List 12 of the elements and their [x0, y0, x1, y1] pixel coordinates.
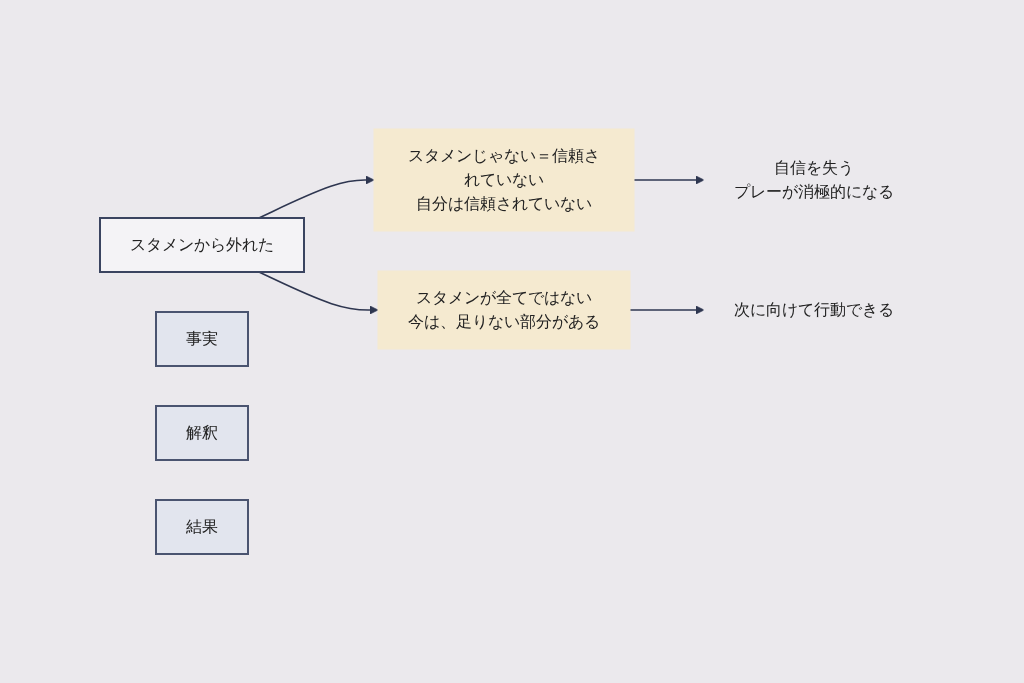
node-box: 事実: [155, 311, 249, 367]
node-text: 自信を失う プレーが消極的になる: [734, 158, 894, 201]
node-box: スタメンが全てではない 今は、足りない部分がある: [377, 270, 631, 350]
node-box: スタメンじゃない＝信頼されていない 自分は信頼されていない: [373, 128, 635, 232]
arrow: [633, 175, 705, 185]
node-box: 結果: [155, 499, 249, 555]
node-box: 解釈: [155, 405, 249, 461]
node-text: 次に向けて行動できる: [734, 300, 894, 319]
arrow: [258, 271, 379, 315]
node-box: スタメンから外れた: [99, 217, 305, 273]
arrow: [258, 175, 375, 219]
arrow: [629, 305, 705, 315]
